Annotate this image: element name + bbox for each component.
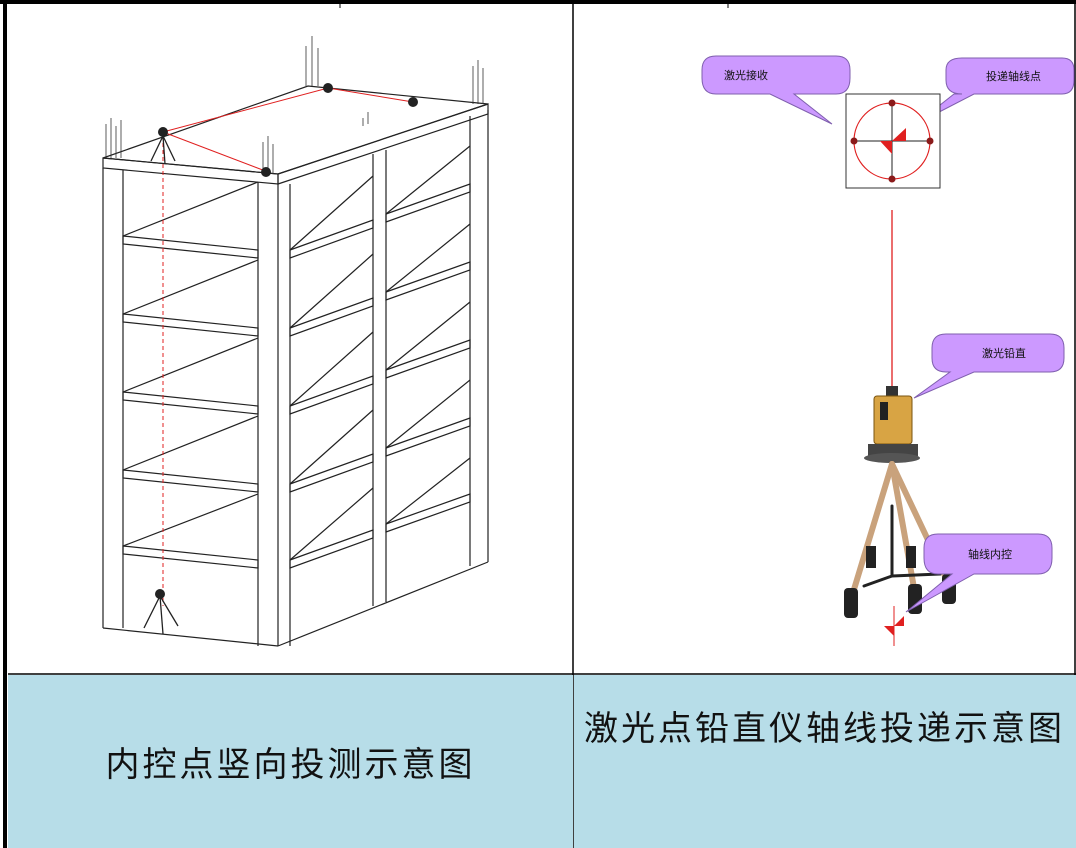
callout-laser-receive: 激光接收 xyxy=(701,55,851,125)
svg-text:投递轴线点: 投递轴线点 xyxy=(986,69,1041,83)
laser-plumb-diagram: 激光接收 投递轴线点 激光铅直 xyxy=(701,55,1075,646)
building-frame-diagram xyxy=(102,36,489,647)
right-caption-text: 激光点铅直仪轴线投递示意图 xyxy=(584,709,1065,749)
svg-text:激光接收: 激光接收 xyxy=(724,68,768,82)
left-caption: 内控点竖向投测示意图 xyxy=(8,675,573,848)
svg-text:轴线内控: 轴线内控 xyxy=(968,547,1012,561)
right-caption: 激光点铅直仪轴线投递示意图 xyxy=(574,675,1076,848)
laser-target-box xyxy=(845,93,941,189)
svg-text:激光铅直: 激光铅直 xyxy=(982,346,1026,360)
callout-transfer-axis-point: 投递轴线点 xyxy=(915,57,1075,125)
callout-axis-internal-control: 轴线内控 xyxy=(905,533,1053,613)
callout-laser-plumb: 激光铅直 xyxy=(913,333,1065,399)
laser-plumb-instrument xyxy=(844,386,956,618)
left-caption-text: 内控点竖向投测示意图 xyxy=(105,745,476,785)
ground-control-mark xyxy=(884,606,904,646)
